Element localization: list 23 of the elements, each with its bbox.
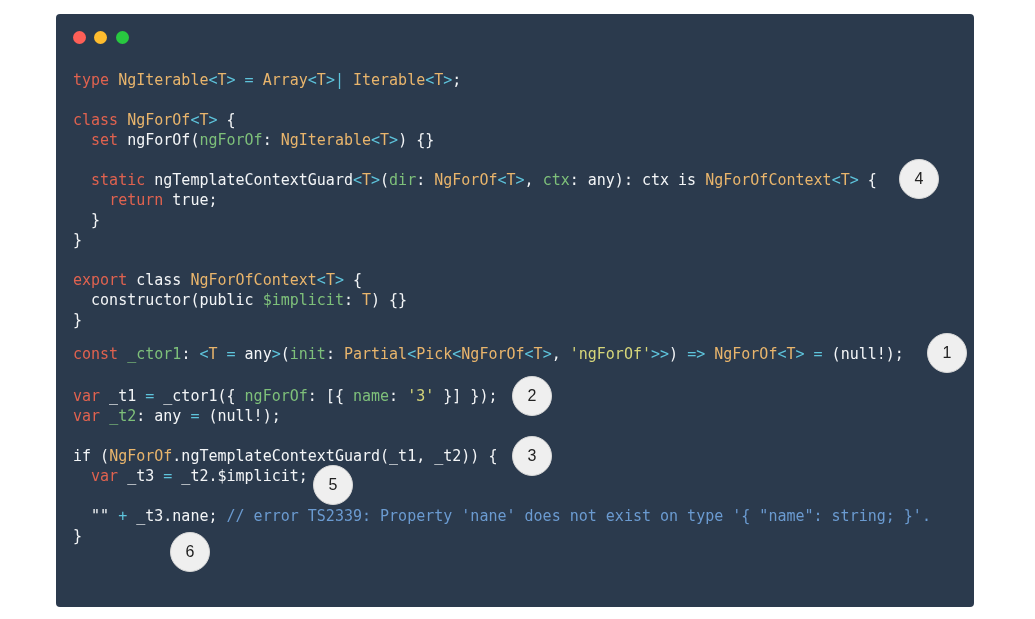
callout-number: 4 — [899, 159, 939, 199]
code-line: constructor(public $implicit: T) {} — [90, 290, 408, 310]
code-line: var _t3 = _t2.$implicit; — [90, 466, 308, 486]
code-line: class NgForOf<T> { — [73, 110, 236, 130]
code-line: var _t2: any = (null!); — [73, 406, 281, 426]
code-line: type NgIterable<T> = Array<T>| Iterable<T>; — [73, 70, 462, 90]
callout-number: 6 — [170, 532, 210, 572]
code-line: export class NgForOfContext<T> { — [73, 270, 362, 290]
callout-number: 5 — [313, 465, 353, 505]
code-line: "" + _t3.nane; // error TS2339: Property 'nane' does not exist on type '{ "name": string; }'. — [90, 506, 931, 526]
code-line: var _t1 = _ctor1({ ngForOf: [{ name: '3' }] }); — [73, 386, 498, 406]
code-line: const _ctor1: <T = any>(init: Partial<Pick<NgForOf<T>, 'ngForOf'>>) => NgForOf<T> = (null!); — [73, 344, 904, 364]
callout-number: 3 — [512, 436, 552, 476]
code-line: } — [73, 526, 83, 546]
code-line: if (NgForOf.ngTemplateContextGuard(_t1, _t2)) { — [73, 446, 498, 466]
callout-number: 1 — [927, 333, 967, 373]
code-line: return true; — [108, 190, 218, 210]
code-line: set ngForOf(ngForOf: NgIterable<T>) {} — [90, 130, 435, 150]
code-line: } — [90, 210, 101, 230]
code-line: } — [73, 310, 83, 330]
code-line: static ngTemplateContextGuard<T>(dir: NgForOf<T>, ctx: any): ctx is NgForOfContext<T> { — [90, 170, 877, 190]
code-line: } — [73, 230, 83, 250]
callout-number: 2 — [512, 376, 552, 416]
